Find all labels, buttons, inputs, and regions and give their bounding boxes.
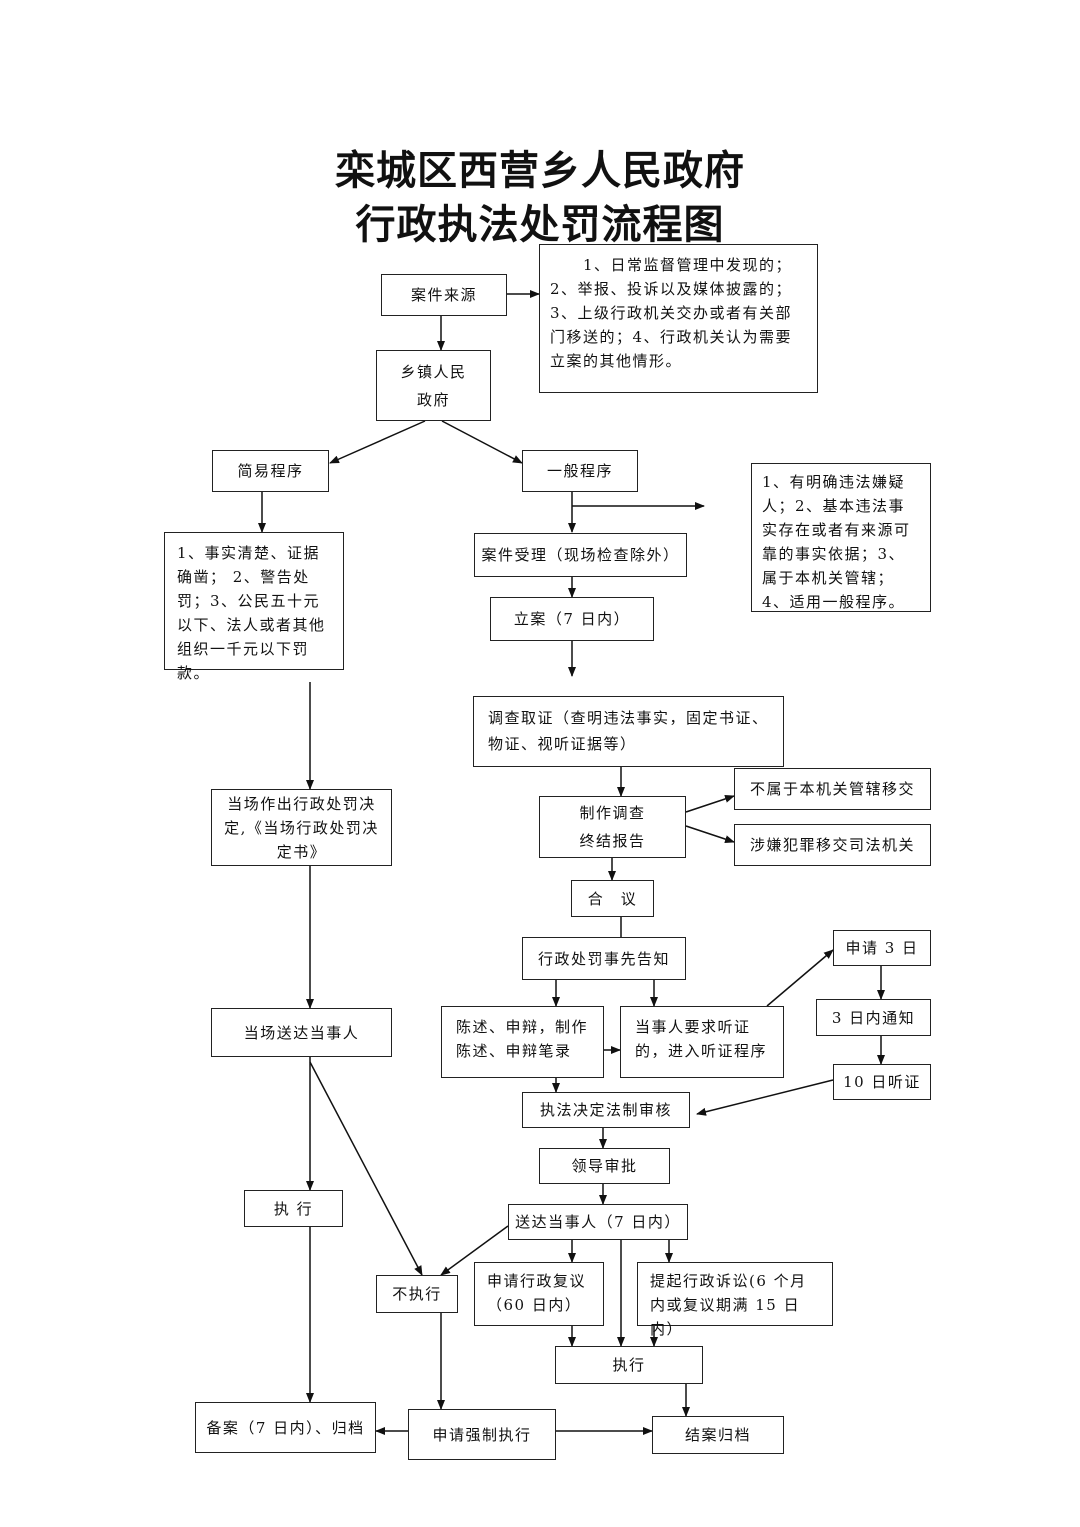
- case-source-note: 1、日常监督管理中发现的；2、举报、投诉以及媒体披露的；3、上级行政机关交办或者…: [539, 244, 818, 393]
- hearing-request-box: 当事人要求听证的，进入听证程序: [620, 1006, 784, 1078]
- arrow-township-to-general: [441, 420, 523, 464]
- prior-notice-box: 行政处罚事先告知: [522, 937, 686, 980]
- simple-procedure-box: 简易程序: [212, 450, 329, 492]
- title-line-1: 栾城区西营乡人民政府: [335, 147, 745, 194]
- arrow-hearing-to-apply: [766, 949, 834, 1007]
- township-government-box: 乡镇人民 政府: [376, 350, 491, 421]
- arrow-report-to-crime: [685, 825, 735, 843]
- case-acceptance-box: 案件受理（现场检查除外）: [474, 533, 687, 577]
- case-source-box: 案件来源: [381, 274, 507, 316]
- investigation-box: 调查取证（查明违法事实，固定书证、物证、视听证据等）: [473, 696, 784, 767]
- execute-simple-box: 执 行: [244, 1190, 343, 1227]
- statement-defense-box: 陈述、申辩，制作陈述、申辩笔录: [441, 1006, 604, 1078]
- deliberation-box: 合 议: [571, 880, 654, 917]
- close-archive-box: 结案归档: [652, 1416, 784, 1454]
- admin-litigation-box: 提起行政诉讼(6 个月内或复议期满 15 日内）: [637, 1262, 833, 1338]
- not-execute-box: 不执行: [376, 1275, 458, 1313]
- enforcement-apply-box: 申请强制执行: [408, 1409, 556, 1460]
- title-line-2: 行政执法处罚流程图: [355, 201, 725, 248]
- admin-review-box: 申请行政复议（60 日内）: [474, 1262, 604, 1326]
- arrow-report-to-transfer: [685, 795, 735, 813]
- simple-conditions-box: 1、事实清楚、证据确凿； 2、警告处罚；3、公民五十元以下、法人或者其他组织一千…: [164, 532, 344, 682]
- general-procedure-box: 一般程序: [522, 450, 638, 492]
- not-jurisdiction-box: 不属于本机关管辖移交: [734, 768, 931, 810]
- arrow-deliver-to-not-execute: [440, 1225, 509, 1276]
- crime-transfer-box: 涉嫌犯罪移交司法机关: [734, 824, 931, 866]
- hearing-10-days-box: 10 日听证: [833, 1064, 931, 1100]
- leader-approval-box: 领导审批: [539, 1148, 670, 1184]
- arrow-10days-to-review: [696, 1079, 834, 1116]
- legal-review-box: 执法决定法制审核: [522, 1092, 690, 1128]
- record-archive-box: 备案（7 日内）、归档: [195, 1402, 376, 1453]
- apply-3-days-box: 申请 3 日: [833, 930, 931, 966]
- arrow-delivery-to-not-execute: [309, 1061, 423, 1276]
- deliver-party-box: 送达当事人（7 日内）: [508, 1204, 688, 1240]
- notify-3-days-box: 3 日内通知: [816, 999, 931, 1036]
- arrow-township-to-simple: [329, 420, 426, 464]
- onsite-decision-box: 当场作出行政处罚决定,《当场行政处罚决定书》: [211, 789, 392, 866]
- execute-general-box: 执行: [555, 1346, 703, 1384]
- case-filing-box: 立案（7 日内）: [490, 597, 654, 641]
- investigation-report-box: 制作调查 终结报告: [539, 796, 686, 858]
- general-procedure-note: 1、有明确违法嫌疑人；2、基本违法事实存在或者有来源可靠的事实依据；3、属于本机…: [751, 463, 931, 612]
- onsite-delivery-box: 当场送达当事人: [211, 1008, 392, 1057]
